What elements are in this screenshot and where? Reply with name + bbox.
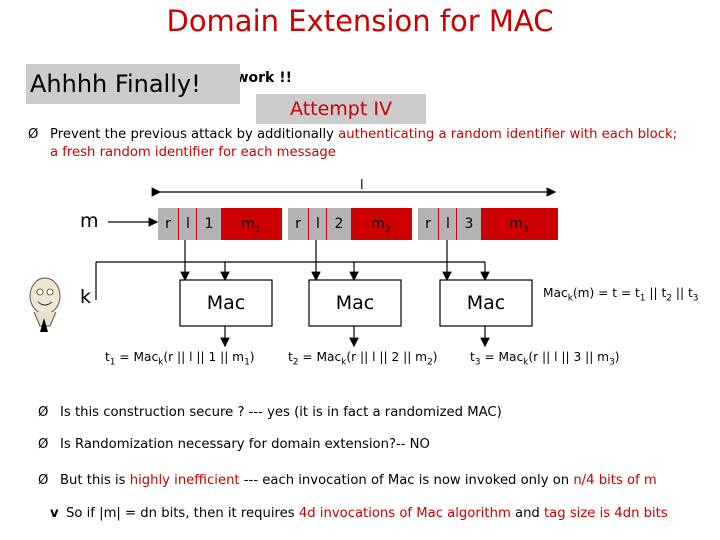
random-id-cell: r [158, 208, 178, 240]
message-block-2: r l 2 m2 [288, 208, 412, 240]
tag-t-sub: 1 [109, 357, 116, 368]
bullet-3-text: But this is highly inefficient --- each … [60, 472, 657, 489]
bullet-2-marker: Ø [38, 437, 49, 452]
mac-box-3: Mac [466, 292, 506, 314]
bullet-4-text: So if |m| = dn bits, then it requires 4d… [66, 505, 668, 522]
attempt-label: Attempt IV [256, 94, 426, 124]
random-id-cell: r [418, 208, 438, 240]
index-cell: 3 [456, 208, 481, 240]
bullet-3-b: --- each invocation of Mac is now invoke… [239, 473, 574, 488]
final-s3: 3 [692, 293, 699, 304]
message-block-1: r l 1 m1 [158, 208, 282, 240]
tag-k: k [523, 357, 529, 368]
final-k: k [567, 293, 573, 304]
bullet-4-red: 4d invocations of Mac algorithm [298, 506, 511, 521]
tag-t: t [105, 350, 110, 364]
key-label: k [80, 286, 92, 308]
length-cell: l [308, 208, 327, 240]
tag-eq: = Mac [480, 350, 524, 364]
bullet-3-a: But this is [60, 473, 130, 488]
tag-t: t [288, 350, 293, 364]
tag-m-sub: 3 [609, 357, 615, 368]
final-mid2: || t [671, 286, 693, 300]
bullet-3-red: highly inefficient [129, 473, 240, 488]
tag-args: (r || l || 3 || m [528, 350, 610, 364]
intro-bullet-marker: Ø [28, 127, 39, 142]
final-expr: (m) = t = t [572, 286, 640, 300]
message-part-sub: 3 [522, 224, 529, 235]
bullet-1-marker: Ø [38, 405, 49, 420]
intro-line-1-red: authenticating a random identifier with … [338, 127, 678, 142]
message-part-label: m [371, 216, 385, 232]
hidden-attempt-text: t work !! [224, 70, 292, 86]
message-part-sub: 2 [384, 224, 391, 235]
bullet-2-text: Is Randomization necessary for domain ex… [60, 437, 430, 452]
intro-line-2: a fresh random identifier for each messa… [50, 145, 336, 160]
message-label: m [80, 210, 99, 232]
bullet-3-marker: Ø [38, 473, 49, 488]
tag-t-sub: 2 [292, 357, 299, 368]
tag-m-sub: 2 [427, 357, 433, 368]
index-cell: 2 [326, 208, 351, 240]
tag-close: ) [249, 350, 255, 364]
bullet-4-marker: v [50, 506, 59, 521]
bullet-3-red2: n/4 bits of m [573, 473, 657, 488]
length-cell: l [438, 208, 457, 240]
cartoon-character-icon [29, 277, 61, 332]
tag-close: ) [614, 350, 620, 364]
tag-eq: = Mac [115, 350, 159, 364]
tag-k: k [341, 357, 347, 368]
tag-args: (r || l || 2 || m [346, 350, 428, 364]
tag-formula-3: t3 = Mack(r || l || 3 || m3) [470, 350, 620, 367]
message-part-label: m [241, 216, 255, 232]
tag-eq: = Mac [298, 350, 342, 364]
message-part-sub: 1 [254, 224, 261, 235]
bullet-4-red2: tag size is 4dn bits [544, 506, 668, 521]
tag-formula-1: t1 = Mack(r || l || 1 || m1) [105, 350, 255, 367]
message-part-label: m [509, 216, 523, 232]
length-cell: l [178, 208, 197, 240]
tag-formula-2: t2 = Mack(r || l || 2 || m2) [288, 350, 438, 367]
intro-line-1-text: Prevent the previous attack by additiona… [50, 127, 339, 142]
message-part-cell: m3 [480, 208, 558, 240]
index-cell: 1 [196, 208, 221, 240]
mac-box-2: Mac [335, 292, 375, 314]
tag-t: t [470, 350, 475, 364]
bullet-4-a: So if |m| = dn bits, then it requires [66, 506, 299, 521]
intro-line-1: Prevent the previous attack by additiona… [50, 126, 720, 143]
final-s2: 2 [666, 293, 672, 304]
tag-args: (r || l || 1 || m [163, 350, 245, 364]
final-mac: Mac [543, 286, 568, 300]
message-part-cell: m1 [220, 208, 282, 240]
slide-title: Domain Extension for MAC [166, 4, 554, 38]
tag-k: k [158, 357, 164, 368]
mac-box-1: Mac [206, 292, 246, 314]
tag-close: ) [432, 350, 438, 364]
final-mid1: || t [645, 286, 667, 300]
length-label: l [360, 178, 364, 193]
final-s1: 1 [639, 293, 646, 304]
tag-m-sub: 1 [244, 357, 250, 368]
random-id-cell: r [288, 208, 308, 240]
message-part-cell: m2 [350, 208, 412, 240]
tag-t-sub: 3 [474, 357, 481, 368]
bullet-4-b: and [510, 506, 544, 521]
message-block-3: r l 3 m3 [418, 208, 558, 240]
final-tag-formula: Mack(m) = t = t1 || t2 || t3 [543, 286, 698, 303]
bullet-1-text: Is this construction secure ? --- yes (i… [60, 405, 502, 420]
overlay-label: Ahhhh Finally! [26, 64, 240, 104]
